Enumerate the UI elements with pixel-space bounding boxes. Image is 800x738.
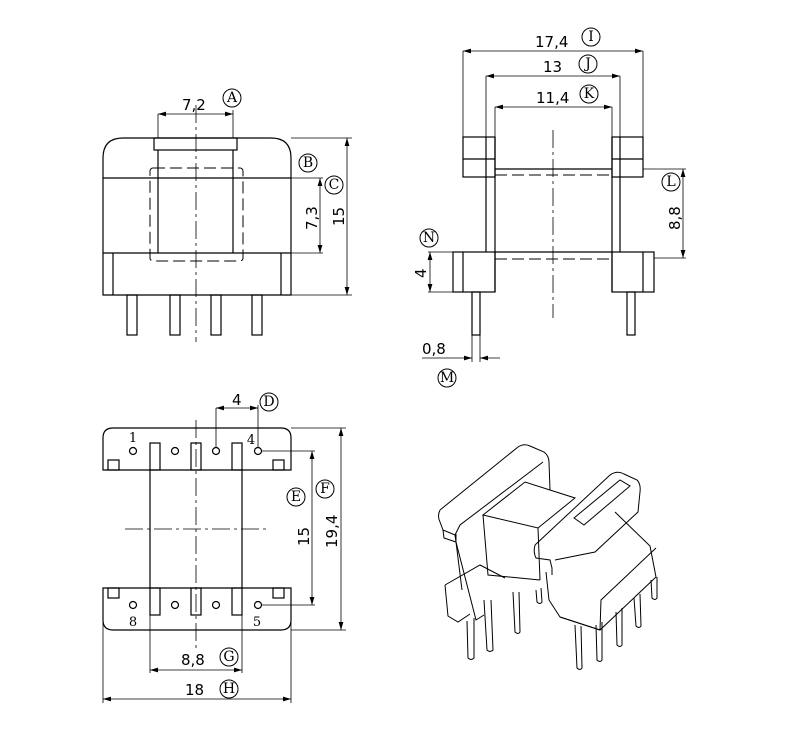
isometric-view xyxy=(438,444,658,670)
label-A-circle xyxy=(222,88,242,108)
dim-C: 7,3 xyxy=(303,206,321,230)
dim-H: 18 xyxy=(185,681,204,699)
dim-D: 4 xyxy=(232,391,242,409)
label-I: I xyxy=(588,29,594,45)
pin-label-5: 5 xyxy=(253,615,261,630)
label-D: D xyxy=(263,394,274,410)
label-L: L xyxy=(666,174,675,190)
dim-K: 11,4 xyxy=(536,89,569,107)
label-N: N xyxy=(423,230,435,246)
front-view: 7,2 A 7,3 15 B C xyxy=(102,88,352,342)
top-view: 1 4 8 5 4 D 15 E 19,4 F 8,8 G 18 H xyxy=(102,391,346,703)
dim-N: 4 xyxy=(412,268,430,278)
dim-A: 7,2 xyxy=(182,96,206,114)
label-A: A xyxy=(226,90,238,106)
label-K: K xyxy=(584,86,595,102)
label-M: M xyxy=(440,370,454,386)
label-G: G xyxy=(223,649,234,665)
side-view: 17,4 13 11,4 I J K 8,8 L 4 N 0,8 M xyxy=(412,27,686,388)
dim-15: 15 xyxy=(330,207,348,226)
label-F: F xyxy=(320,481,330,497)
pin-label-8: 8 xyxy=(129,615,137,630)
label-B: B xyxy=(303,155,313,171)
dim-F: 19,4 xyxy=(323,515,341,548)
dim-G: 8,8 xyxy=(181,651,205,669)
label-H: H xyxy=(223,681,235,697)
label-E: E xyxy=(291,489,301,505)
dim-I: 17,4 xyxy=(535,33,568,51)
dim-L: 8,8 xyxy=(666,206,684,230)
dim-M: 0,8 xyxy=(422,340,446,358)
dim-E: 15 xyxy=(295,527,313,546)
label-C: C xyxy=(329,177,340,193)
pin-label-4: 4 xyxy=(247,433,255,448)
dim-J: 13 xyxy=(543,58,562,76)
label-J: J xyxy=(583,56,591,72)
pin-label-1: 1 xyxy=(129,431,137,446)
